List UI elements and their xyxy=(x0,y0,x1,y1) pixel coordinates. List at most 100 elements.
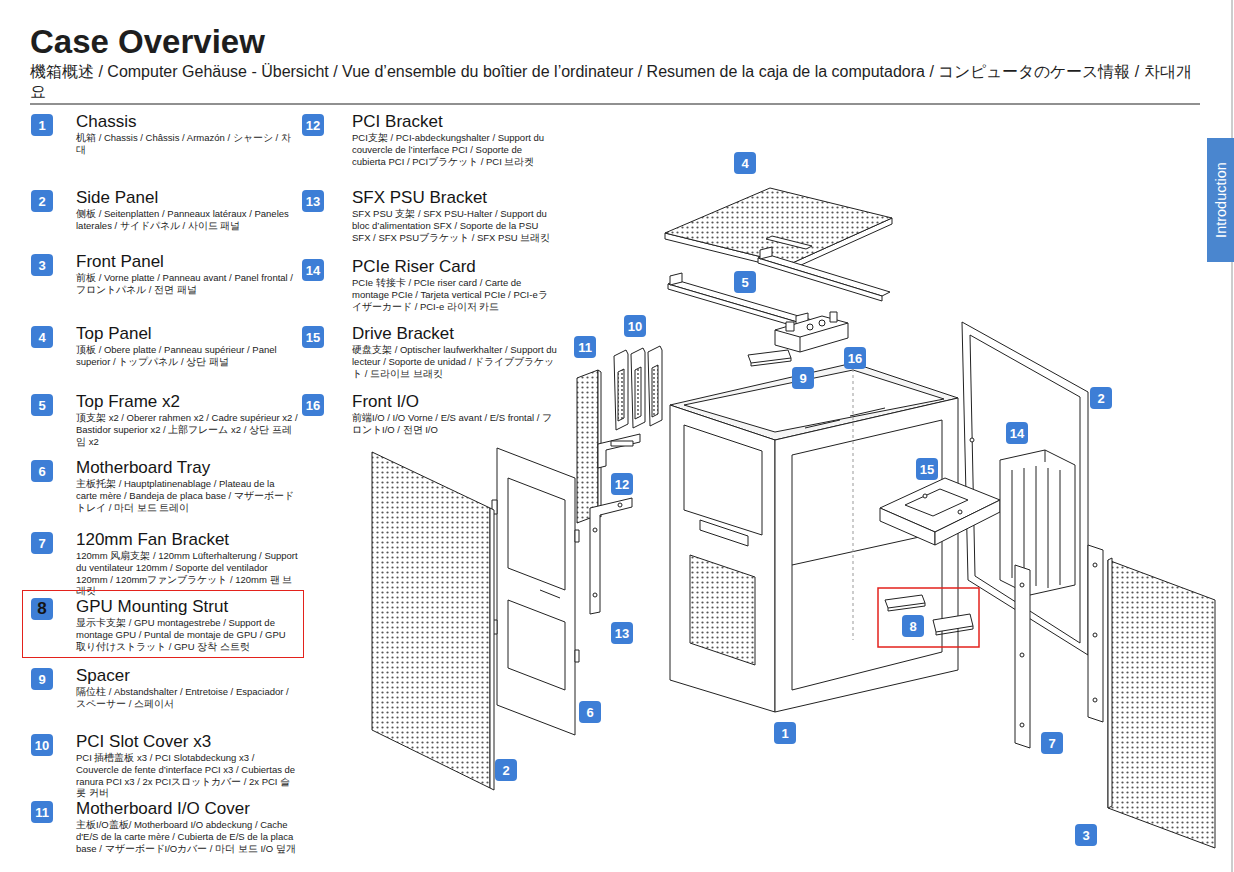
fan-bracket-drawing xyxy=(1020,723,1024,727)
side-panel-drawing xyxy=(490,508,494,790)
io-cover-drawing xyxy=(577,370,601,523)
callout-number: 1 xyxy=(38,119,45,132)
sfx-bracket-drawing xyxy=(590,498,632,614)
sfx-bracket-drawing xyxy=(593,593,597,597)
top-panel-drawing xyxy=(766,236,812,249)
pci-slot-cover-drawing xyxy=(614,350,628,430)
part-description: 主板I/O盖板/ Motherboard I/O abdeckung / Cac… xyxy=(76,819,298,854)
part-description: PCI 插槽盖板 x3 / PCI Slotabdeckung x3 / Cou… xyxy=(76,752,298,799)
top-frame-drawing xyxy=(760,247,772,259)
motherboard-tray-drawing xyxy=(575,530,579,542)
pci-bracket-drawing xyxy=(598,434,640,468)
number-badge: 14 xyxy=(302,259,324,281)
front-io-drawing xyxy=(800,337,801,352)
number-badge: 9 xyxy=(31,668,53,690)
spacer-drawing xyxy=(751,361,791,366)
motherboard-tray-drawing xyxy=(540,590,560,598)
part-description: 前端I/O / I/O Vorne / E/S avant / E/S fron… xyxy=(352,412,557,436)
gpu-strut-drawing xyxy=(885,595,973,635)
number-badge: 1 xyxy=(774,722,796,744)
callout-number: 10 xyxy=(628,320,642,333)
chassis-drawing xyxy=(805,420,840,428)
motherboard-tray-drawing xyxy=(492,448,579,735)
motherboard-tray-drawing xyxy=(497,448,575,735)
riser-card-drawing xyxy=(1048,468,1049,588)
chassis-drawing xyxy=(690,555,755,665)
front-io-drawing xyxy=(819,320,825,326)
part-description: PCI支架 / PCI-abdeckungshalter / Support d… xyxy=(352,132,557,167)
callout-number: 2 xyxy=(1097,392,1104,405)
callout-number: 2 xyxy=(502,764,509,777)
gpu-strut-drawing xyxy=(973,626,974,629)
part-description: 前板 / Vorne platte / Panneau avant / Pane… xyxy=(76,272,298,296)
callout-number: 16 xyxy=(848,352,862,365)
callout-number: 14 xyxy=(306,264,320,277)
part-name: PCI Slot Cover x3 xyxy=(76,732,298,752)
chassis-drawing xyxy=(853,363,854,640)
number-badge: 6 xyxy=(579,701,601,723)
highlight-frame xyxy=(878,588,979,647)
riser-card-drawing xyxy=(1024,468,1025,582)
part-description: 顶板 / Obere platte / Panneau supérieur / … xyxy=(76,344,298,368)
callout-number: 6 xyxy=(586,706,593,719)
number-badge: 11 xyxy=(574,336,596,358)
sfx-bracket-drawing xyxy=(593,528,597,532)
gpu-strut-drawing xyxy=(888,606,925,611)
part-name: Top Frame x2 xyxy=(76,392,298,412)
drive-bracket-drawing xyxy=(958,510,962,514)
number-badge: 4 xyxy=(734,152,756,174)
part-name: Chassis xyxy=(76,112,298,132)
pci-slot-cover-drawing xyxy=(648,346,662,426)
motherboard-tray-drawing xyxy=(575,650,579,662)
fan-bracket-drawing xyxy=(1015,545,1103,748)
side-panel-drawing xyxy=(372,452,490,788)
number-badge: 10 xyxy=(31,734,53,756)
number-badge: 3 xyxy=(1075,824,1097,846)
front-io-drawing xyxy=(830,312,837,322)
drive-bracket-drawing xyxy=(935,500,1000,545)
part-name: Spacer xyxy=(76,666,298,686)
callout-number: 15 xyxy=(306,331,320,344)
pci-bracket-drawing xyxy=(598,434,640,468)
number-badge: 13 xyxy=(611,622,633,644)
callout-number: 5 xyxy=(741,276,748,289)
fan-bracket-drawing xyxy=(1015,565,1030,748)
number-badge: 15 xyxy=(916,458,938,480)
number-badge: 1 xyxy=(31,114,53,136)
number-badge: 7 xyxy=(31,532,53,554)
front-panel-drawing xyxy=(1108,558,1215,848)
part-name: Side Panel xyxy=(76,188,298,208)
callout-number: 7 xyxy=(1048,737,1055,750)
part-description: PCIe 转接卡 / PCIe riser card / Carte de mo… xyxy=(352,277,557,312)
part-description: 显示卡支架 / GPU montagestrebe / Support de m… xyxy=(76,617,295,652)
callout-number: 2 xyxy=(38,195,45,208)
callout-number: 13 xyxy=(615,627,629,640)
page-edge-line xyxy=(1232,0,1233,872)
number-badge: 16 xyxy=(302,394,324,416)
chassis-drawing xyxy=(792,420,942,690)
part-name: Front I/O xyxy=(352,392,557,412)
top-frame-drawing xyxy=(668,247,890,329)
number-badge: 5 xyxy=(31,394,53,416)
part-description: SFX PSU 支架 / SFX PSU-Halter / Support du… xyxy=(352,208,557,243)
callout-number: 1 xyxy=(781,727,788,740)
callout-number: 8 xyxy=(909,620,916,633)
highlight-box: GPU Mounting Strut显示卡支架 / GPU montagestr… xyxy=(22,590,304,658)
fan-bracket-drawing xyxy=(1020,583,1024,587)
number-badge: 15 xyxy=(302,326,324,348)
part-name: Drive Bracket xyxy=(352,324,557,344)
riser-card-drawing xyxy=(1000,450,1075,595)
top-panel-drawing xyxy=(665,188,892,264)
part-name: GPU Mounting Strut xyxy=(76,597,295,617)
part-name: Top Panel xyxy=(76,324,298,344)
front-panel-drawing xyxy=(1108,558,1112,808)
pci-slot-cover-drawing xyxy=(618,369,624,421)
callout-number: 13 xyxy=(306,195,320,208)
fan-bracket-drawing xyxy=(1088,545,1103,722)
callout-number: 16 xyxy=(306,399,320,412)
spacer-drawing xyxy=(748,350,791,366)
front-io-drawing xyxy=(807,324,813,330)
pci-bracket-drawing xyxy=(611,441,633,446)
number-badge: 11 xyxy=(31,801,53,823)
top-frame-drawing xyxy=(670,273,682,285)
